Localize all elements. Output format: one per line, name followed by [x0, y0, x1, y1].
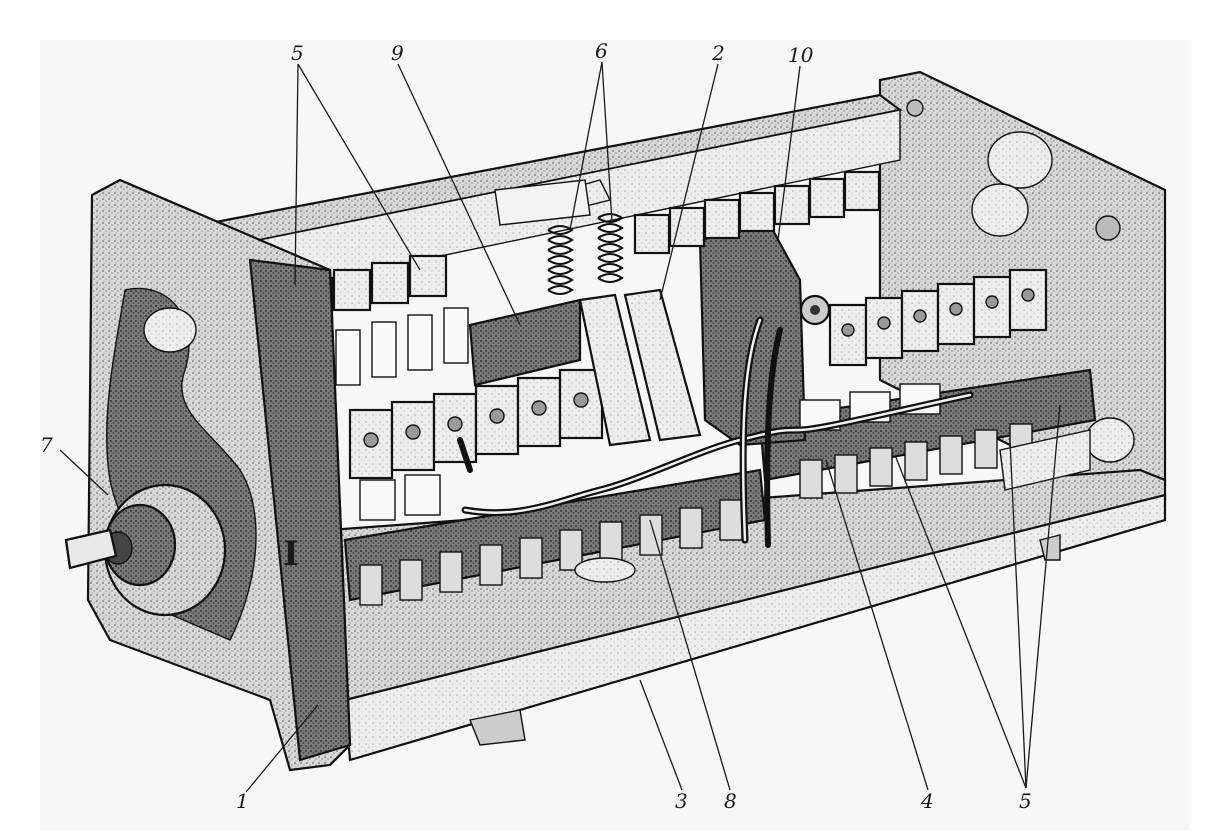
drive-shaft [64, 528, 118, 570]
callout-8: 8 [724, 789, 737, 813]
housing-mark: I [283, 534, 299, 574]
right-upper-contacts [633, 170, 881, 255]
callout-6: 6 [595, 39, 608, 63]
wiring-harness [457, 316, 974, 548]
callout-2: 2 [711, 41, 725, 65]
callout-1: 1 [236, 789, 249, 813]
callout-4: 4 [920, 789, 934, 813]
central-levers [494, 179, 702, 447]
callout-3: 3 [675, 789, 688, 813]
right-terminal-strip [758, 368, 1097, 499]
lower-terminal-strip [343, 468, 767, 606]
callout-7: 7 [40, 433, 53, 457]
return-springs [547, 213, 624, 295]
callout-5-top: 5 [291, 41, 304, 65]
left-end-plate [86, 178, 352, 772]
callout-9: 9 [391, 41, 404, 65]
callout-5-bottom: 5 [1019, 789, 1032, 813]
leader-lines [59, 61, 1061, 793]
left-front-contacts [348, 368, 604, 521]
callout-10: 10 [788, 43, 814, 67]
callout-labels: 5 9 6 2 10 7 1 3 8 4 5 [40, 39, 1032, 813]
